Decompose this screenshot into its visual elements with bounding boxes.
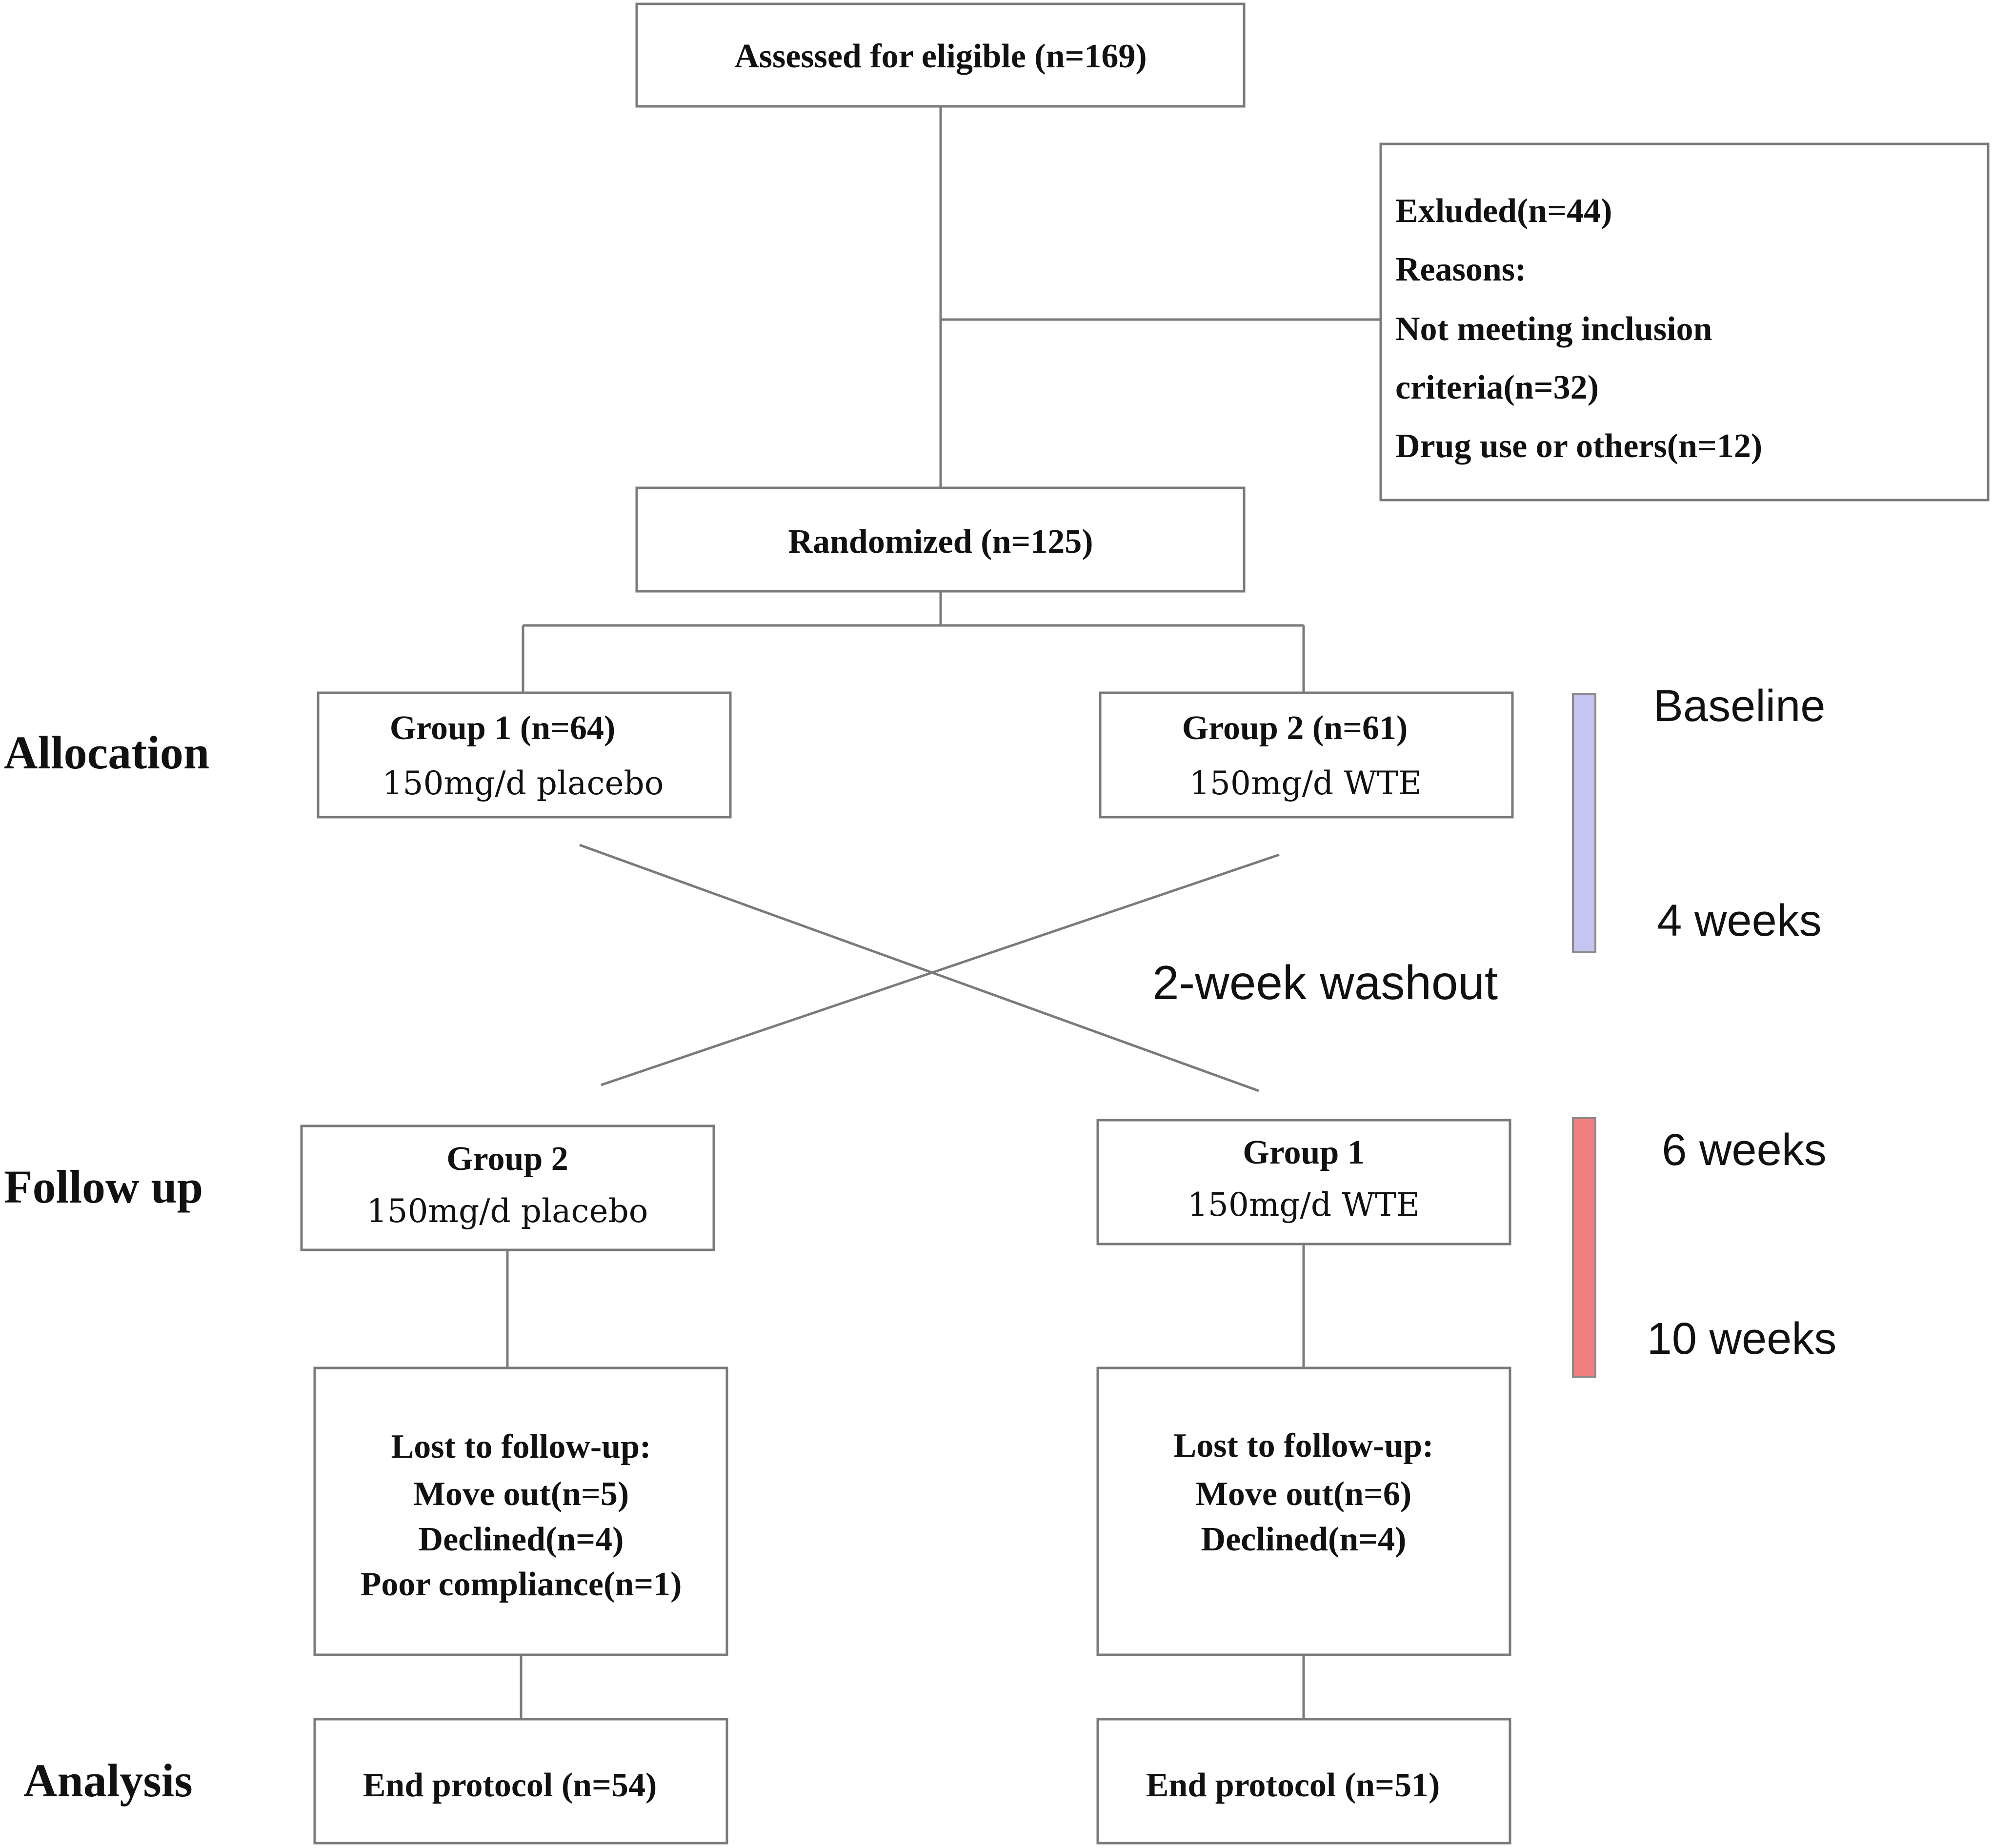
period-1-bar xyxy=(1572,693,1596,953)
allocation-group-2-box: Group 2 (n=61) 150mg/d WTE xyxy=(1099,691,1514,819)
excluded-line: Reasons: xyxy=(1395,251,1526,288)
timeline-4-weeks-label: 4 weeks xyxy=(1657,896,1822,945)
period-2-bar xyxy=(1572,1117,1596,1378)
timeline-baseline-label: Baseline xyxy=(1653,681,1826,731)
lost-right-line: Declined(n=4) xyxy=(1201,1521,1407,1558)
followup-group-2-box: Group 2 150mg/d placebo xyxy=(300,1125,715,1251)
lost-left-line: Declined(n=4) xyxy=(419,1521,624,1558)
analysis-right-box: End protocol (n=51) xyxy=(1096,1718,1511,1845)
lost-left-line: Poor compliance(n=1) xyxy=(361,1566,682,1603)
randomized-label: Randomized (n=125) xyxy=(788,523,1093,561)
analysis-right-label: End protocol (n=51) xyxy=(1146,1767,1440,1804)
timeline-10-weeks-label: 10 weeks xyxy=(1647,1314,1837,1364)
crossover-line-2 xyxy=(601,853,1280,1086)
lost-right-line: Move out(n=6) xyxy=(1196,1475,1411,1513)
excluded-box: Exluded(n=44) Reasons: Not meeting inclu… xyxy=(1379,142,1990,502)
excluded-line: criteria(n=32) xyxy=(1395,369,1599,406)
lost-right-line: Lost to follow-up: xyxy=(1174,1427,1434,1465)
lost-right-box: Lost to follow-up: Move out(n=6) Decline… xyxy=(1096,1366,1511,1656)
followup-group-1-title: Group 1 xyxy=(1243,1134,1365,1171)
excluded-line: Exluded(n=44) xyxy=(1395,192,1612,230)
excluded-line: Not meeting inclusion xyxy=(1395,310,1712,348)
timeline-6-weeks-label: 6 weeks xyxy=(1662,1125,1827,1175)
followup-group-1-box: Group 1 150mg/d WTE xyxy=(1096,1119,1511,1245)
followup-group-2-title: Group 2 xyxy=(446,1140,568,1178)
lost-left-line: Lost to follow-up: xyxy=(391,1428,651,1466)
assessed-box: Assessed for eligible (n=169) xyxy=(635,2,1246,108)
analysis-left-box: End protocol (n=54) xyxy=(313,1718,728,1845)
allocation-group-1-box: Group 1 (n=64) 150mg/d placebo xyxy=(317,691,732,819)
assessed-label: Assessed for eligible (n=169) xyxy=(734,38,1147,75)
analysis-left-label: End protocol (n=54) xyxy=(363,1767,657,1804)
allocation-group-1-dose: 150mg/d placebo xyxy=(382,764,664,802)
stage-label-analysis: Analysis xyxy=(23,1754,193,1807)
connectors xyxy=(506,106,1381,1719)
excluded-line: Drug use or others(n=12) xyxy=(1395,427,1762,465)
lost-left-line: Move out(n=5) xyxy=(413,1475,629,1513)
washout-label: 2-week washout xyxy=(1152,956,1498,1009)
stage-label-allocation: Allocation xyxy=(4,726,209,779)
stage-label-follow-up: Follow up xyxy=(4,1161,203,1213)
allocation-group-2-dose: 150mg/d WTE xyxy=(1189,764,1422,802)
followup-group-1-dose: 150mg/d WTE xyxy=(1188,1186,1420,1224)
timeline: Baseline 4 weeks 6 weeks 10 weeks xyxy=(1572,681,1837,1378)
followup-group-2-dose: 150mg/d placebo xyxy=(367,1192,648,1230)
randomized-box: Randomized (n=125) xyxy=(635,486,1246,593)
allocation-group-2-title: Group 2 (n=61) xyxy=(1182,709,1408,747)
lost-left-box: Lost to follow-up: Move out(n=5) Decline… xyxy=(313,1366,728,1656)
crossover-line-1 xyxy=(579,844,1259,1092)
allocation-group-1-title: Group 1 (n=64) xyxy=(390,709,616,747)
